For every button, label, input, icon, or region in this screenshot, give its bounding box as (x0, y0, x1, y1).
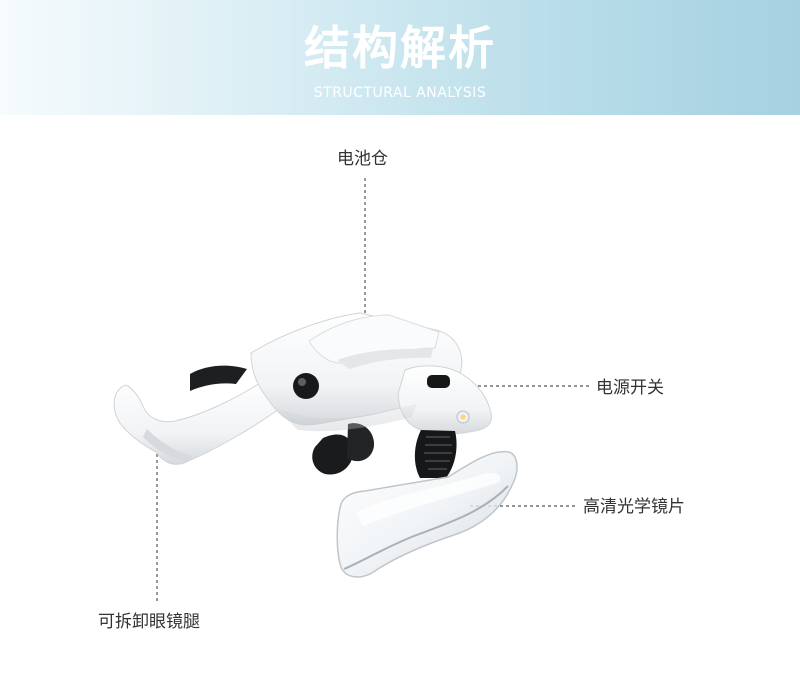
battery-compartment-label: 电池仓 (337, 149, 388, 169)
led-dot (460, 414, 466, 420)
power-switch-label: 电源开关 (596, 378, 664, 398)
body-shadow (272, 404, 417, 432)
lens-reflection (356, 472, 501, 526)
section-header-banner: 结构解析 STRUCTURAL ANALYSIS (0, 0, 800, 115)
lens-holder-ridges (424, 436, 452, 470)
headband-slot (190, 365, 247, 391)
temple-hinge-shadow (143, 429, 193, 462)
power-switch (427, 375, 450, 388)
detachable-temple-arm (113, 375, 283, 465)
section-title: 结构解析 (304, 21, 496, 75)
optical-lens-label: 高清光学镜片 (583, 497, 685, 517)
adjustment-wheel-left-a (312, 434, 353, 475)
adjustment-wheel-left-b (347, 423, 375, 462)
adjustment-knob-highlight (298, 378, 306, 386)
temple-arm-label: 可拆卸眼镜腿 (98, 612, 200, 632)
adjustment-knob-center (293, 373, 319, 399)
section-subtitle: STRUCTURAL ANALYSIS (313, 85, 487, 101)
lens-bottom-edge (343, 485, 509, 570)
battery-compartment-shadow (337, 348, 433, 369)
